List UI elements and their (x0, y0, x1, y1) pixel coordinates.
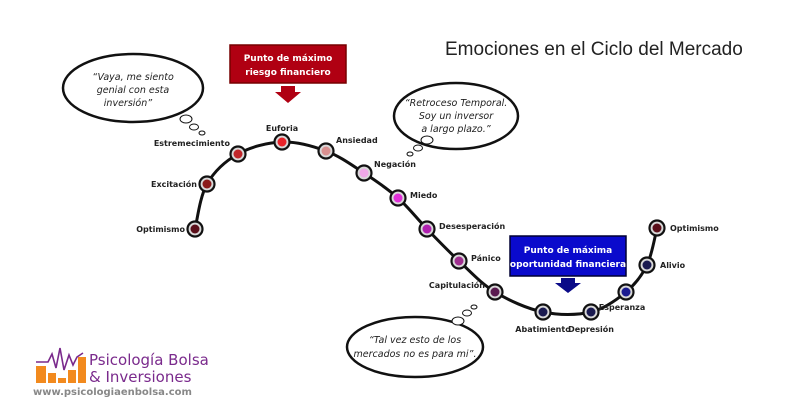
node-dot (454, 256, 464, 266)
logo-line2: & Inversiones (89, 368, 192, 386)
node-dot (321, 146, 331, 156)
bubble-text: a largo plazo.” (421, 124, 490, 135)
stage-node-negación: Negación (355, 159, 416, 182)
stage-node-desesperación: Desesperación (418, 220, 505, 238)
max-opportunity-line1: Punto de máxima (524, 246, 613, 256)
logo-line1: Psicología Bolsa (89, 351, 209, 369)
bubble-text: “Retroceso Temporal. (405, 98, 508, 109)
bubble-text: Soy un inversor (419, 111, 494, 122)
node-dot (586, 307, 596, 317)
node-dot (422, 224, 432, 234)
stage-label: Esperanza (599, 303, 645, 312)
bubble-text: “Vaya, me siento (92, 72, 174, 83)
stage-node-miedo: Miedo (389, 189, 438, 207)
stage-label: Negación (374, 159, 416, 169)
logo-bars-icon (36, 357, 86, 383)
stage-node-abatimiento: Abatimiento (515, 303, 571, 334)
thought-bubble-euphoria (61, 52, 206, 136)
logo-pulse-icon (36, 347, 84, 371)
stage-label: Capitulación (429, 280, 485, 290)
node-dot (393, 193, 403, 203)
stage-label: Excitación (151, 179, 197, 189)
stage-node-alivio: Alivio (638, 256, 686, 274)
node-dot (359, 168, 369, 178)
node-dot (190, 224, 200, 234)
stage-nodes: Optimismo Excitación Estremecimiento Eufori… (136, 124, 719, 334)
max-risk-callout: Punto de máximo riesgo financiero (229, 44, 347, 103)
node-dot (538, 307, 548, 317)
stage-node-euforia: Euforia (266, 124, 298, 151)
stage-node-estremecimiento: Estremecimiento (154, 139, 247, 163)
logo-url: www.psicologiaenbolsa.com (33, 387, 192, 398)
down-arrow-icon (275, 86, 301, 103)
stage-node-excitación: Excitación (151, 175, 216, 193)
bubble-text: inversión” (104, 98, 152, 109)
bubble-text: genial con esta (97, 85, 170, 96)
node-dot (233, 149, 243, 159)
max-risk-box (229, 44, 347, 84)
thought-bubble-capitulation (345, 304, 485, 379)
bubble-text: mercados no es para mi”. (354, 349, 477, 360)
stage-label: Optimismo (136, 225, 185, 234)
stage-node-optimismo: Optimismo (648, 219, 719, 237)
stage-node-esperanza: Esperanza (599, 283, 645, 312)
stage-label: Alivio (660, 261, 686, 270)
down-arrow-icon (555, 278, 581, 293)
bubble-text: “Tal vez esto de los (369, 335, 461, 346)
stage-label: Ansiedad (336, 136, 378, 145)
stage-label: Euforia (266, 124, 298, 133)
node-dot (202, 179, 212, 189)
max-risk-line1: Punto de máximo (244, 54, 333, 64)
stage-label: Depresión (568, 324, 614, 334)
node-dot (642, 260, 652, 270)
node-dot (652, 223, 662, 233)
stage-node-ansiedad: Ansiedad (317, 136, 378, 160)
diagram-title: Emociones en el Ciclo del Mercado (445, 39, 743, 60)
node-dot (490, 287, 500, 297)
max-opportunity-box (509, 235, 627, 277)
node-dot (621, 287, 631, 297)
brand-logo: Psicología Bolsa & Inversiones www.psico… (33, 347, 209, 398)
thought-bubble-denial (392, 81, 520, 157)
stage-label: Pánico (471, 254, 501, 263)
stage-label: Desesperación (439, 221, 505, 231)
stage-label: Abatimiento (515, 325, 571, 334)
max-opportunity-line2: oportunidad financiera (510, 260, 626, 270)
max-opportunity-callout: Punto de máxima oportunidad financiera (509, 235, 627, 293)
stage-node-capitulación: Capitulación (429, 280, 504, 301)
stage-label: Optimismo (670, 224, 719, 233)
stage-label: Miedo (410, 191, 438, 200)
max-risk-line2: riesgo financiero (245, 68, 330, 78)
stage-node-depresión: Depresión (568, 303, 614, 334)
node-dot (277, 137, 287, 147)
stage-label: Estremecimiento (154, 139, 231, 148)
stage-node-pánico: Pánico (450, 252, 501, 270)
stage-node-optimismo: Optimismo (136, 220, 204, 238)
